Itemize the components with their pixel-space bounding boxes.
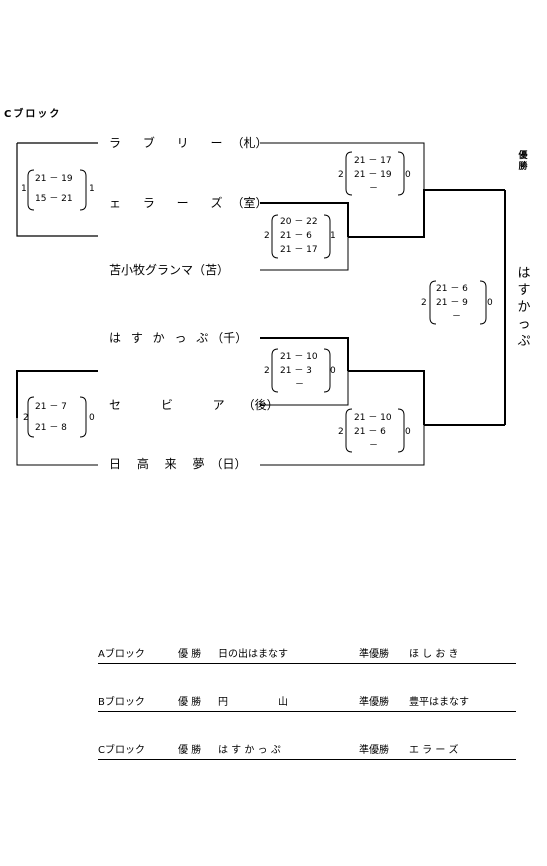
match-2-set-1: 20 － 22 — [280, 217, 318, 227]
match-5-left-total: 2 — [264, 366, 270, 376]
team-3-name: 苫小牧グランマ — [109, 263, 194, 277]
summary-c-win-label: 優 勝 — [178, 745, 202, 756]
match-4-set-2: 21 － 8 — [35, 423, 67, 433]
match-1-set-1: 21 － 19 — [35, 174, 73, 184]
team-6-name: 日 高 来 夢 — [109, 457, 211, 471]
team-6-region: （日） — [210, 457, 247, 471]
bracket-line-semi-upper — [348, 189, 505, 238]
score-paren-l-4 — [27, 396, 35, 438]
team-2-name: ェ ラ ー ズ — [109, 196, 232, 210]
match-3-set-3: － — [369, 184, 379, 194]
match-6-left-total: 2 — [338, 427, 344, 437]
summary-a-runner-label: 準優勝 — [359, 649, 389, 660]
team-1-region: （札） — [231, 136, 268, 150]
bracket-line-team4 — [260, 337, 349, 371]
score-paren-r-6 — [397, 408, 405, 453]
team-5-name: セ ビ ア — [109, 398, 243, 412]
match-7-set-3: － — [452, 312, 462, 322]
match-4-left-total: 2 — [23, 413, 29, 423]
match-3-right-total: 0 — [405, 170, 411, 180]
bracket-line-team2 — [260, 202, 349, 237]
match-6-set-3: － — [369, 441, 379, 451]
team-6: 日 高 来 夢（日） — [109, 458, 246, 470]
bracket-line-team4-to-semi — [348, 370, 425, 425]
match-2-set-2: 21 － 6 — [280, 231, 312, 241]
match-3-set-2: 21 － 19 — [354, 170, 392, 180]
match-2-set-3: 21 － 17 — [280, 245, 318, 255]
summary-a-win-label: 優 勝 — [178, 649, 202, 660]
match-4-right-total: 0 — [89, 413, 95, 423]
score-paren-l-2 — [271, 214, 279, 259]
match-2-right-total: 1 — [330, 231, 336, 241]
summary-b-winner: 円 山 — [218, 697, 288, 708]
match-6-right-total: 0 — [405, 427, 411, 437]
summary-a-block: Aブロック — [98, 649, 145, 660]
team-1: ラ ブ リ ー（札） — [109, 137, 267, 149]
match-4-set-1: 21 － 7 — [35, 402, 67, 412]
team-4-name: は す か っ ぷ — [109, 331, 212, 345]
bracket-line-r1-left-top — [16, 143, 98, 237]
team-4: は す か っ ぷ（千） — [109, 332, 247, 344]
summary-b-runner-label: 準優勝 — [359, 697, 389, 708]
score-paren-r-3 — [397, 151, 405, 196]
match-5-set-1: 21 － 10 — [280, 352, 318, 362]
summary-a-runner: ほ し お き — [409, 649, 459, 660]
summary-row-b: Bブロック 優 勝 円 山 準優勝 豊平はまなす — [98, 698, 516, 712]
block-title: Cブロック — [4, 109, 62, 120]
match-3-set-1: 21 － 17 — [354, 156, 392, 166]
bracket-line-r1-left-lower2 — [16, 418, 98, 466]
score-paren-r-4 — [79, 396, 87, 438]
summary-b-runner: 豊平はまなす — [409, 697, 469, 708]
bracket-line-team3 — [260, 237, 349, 271]
team-3-region: （苫） — [193, 263, 230, 277]
score-paren-l-3 — [345, 151, 353, 196]
team-2-region: （室） — [231, 196, 268, 210]
bracket-line-team5 — [260, 371, 349, 406]
team-3: 苫小牧グランマ（苫） — [109, 264, 229, 276]
match-5-right-total: 0 — [330, 366, 336, 376]
score-paren-l-5 — [271, 348, 279, 393]
match-3-left-total: 2 — [338, 170, 344, 180]
score-paren-r-2 — [323, 214, 331, 259]
summary-b-block: Bブロック — [98, 697, 145, 708]
match-1-set-2: 15 － 21 — [35, 194, 73, 204]
match-7-set-1: 21 － 6 — [436, 284, 468, 294]
summary-c-runner: エ ラ ー ズ — [409, 745, 459, 756]
team-2: ェ ラ ー ズ（室） — [109, 197, 267, 209]
summary-b-win-label: 優 勝 — [178, 697, 202, 708]
score-paren-r-1 — [79, 169, 87, 211]
match-7-right-total: 0 — [487, 298, 493, 308]
match-2-left-total: 2 — [264, 231, 270, 241]
summary-c-block: Cブロック — [98, 745, 145, 756]
match-6-set-1: 21 － 10 — [354, 413, 392, 423]
match-5-set-2: 21 － 3 — [280, 366, 312, 376]
summary-a-winner: 日の出はまなす — [218, 649, 288, 660]
bracket-line-team6 — [260, 425, 425, 466]
match-1-right-total: 1 — [89, 184, 95, 194]
score-paren-r-5 — [323, 348, 331, 393]
match-1-left-total: 1 — [21, 184, 27, 194]
bracket-line-r1-left-lower — [16, 370, 98, 418]
summary-row-a: Aブロック 優 勝 日の出はまなす 準優勝 ほ し お き — [98, 650, 516, 664]
match-7-set-2: 21 － 9 — [436, 298, 468, 308]
match-5-set-3: － — [295, 380, 305, 390]
summary-c-winner: は す か っ ぷ — [218, 745, 281, 756]
score-paren-r-7 — [479, 280, 487, 325]
match-7-left-total: 2 — [421, 298, 427, 308]
summary-row-c: Cブロック 優 勝 は す か っ ぷ 準優勝 エ ラ ー ズ — [98, 746, 516, 760]
score-paren-l-7 — [429, 280, 437, 325]
champion-label: 優勝 — [518, 151, 528, 172]
team-1-name: ラ ブ リ ー — [109, 136, 232, 150]
score-paren-l-6 — [345, 408, 353, 453]
team-4-region: （千） — [211, 331, 248, 345]
summary-c-runner-label: 準優勝 — [359, 745, 389, 756]
match-6-set-2: 21 － 6 — [354, 427, 386, 437]
score-paren-l-1 — [27, 169, 35, 211]
champion-name: はすかっぷ — [517, 266, 531, 349]
